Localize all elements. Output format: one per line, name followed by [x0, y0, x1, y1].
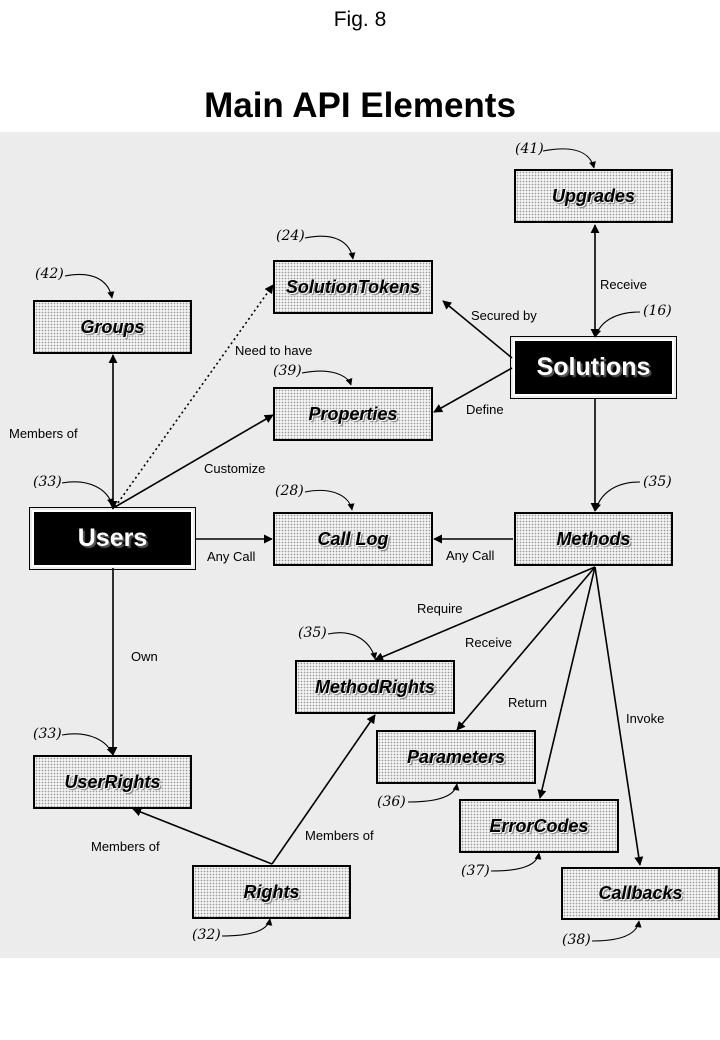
ref-callout-groups: [64, 273, 115, 299]
edge-label-any-call-methods: Any Call: [446, 548, 495, 563]
edge-receive-params: [456, 566, 596, 731]
users-node: Users: [29, 507, 196, 570]
edge-invoke: [594, 566, 644, 866]
ref-callout-upgrades: [542, 148, 596, 169]
user-rights-node: UserRights: [33, 755, 192, 809]
edge-rights-methodrights: [271, 714, 376, 865]
solutions-node: Solutions: [510, 336, 677, 399]
edge-label-any-call-users: Any Call: [207, 549, 256, 564]
groups-node: Groups: [33, 300, 192, 354]
edge-customize: [114, 414, 274, 508]
ref-callout-solutions: [594, 311, 641, 337]
edge-define: [433, 367, 513, 413]
solution-tokens-node: SolutionTokens: [273, 260, 433, 314]
edge-label-return: Return: [508, 695, 548, 710]
rights-node: Rights: [192, 865, 351, 919]
edge-label-invoke: Invoke: [626, 711, 665, 726]
edge-label-members-of-user-rights: Members of: [91, 839, 160, 854]
ref-callout-users: [61, 481, 114, 506]
edge-label-receive-params: Receive: [465, 635, 512, 650]
edge-rights-userrights: [132, 807, 273, 865]
ref-number-solutions: (16): [643, 303, 672, 319]
ref-number-solution-tokens: (24): [276, 228, 305, 244]
methods-node: Methods: [514, 512, 673, 566]
ref-callout-methods: [594, 481, 641, 511]
call-log-node: Call Log: [273, 512, 433, 566]
ref-number-rights: (32): [192, 927, 221, 943]
ref-number-users: (33): [33, 474, 62, 490]
ref-number-user-rights: (33): [33, 726, 62, 742]
figure-label: Fig. 8: [333, 8, 387, 31]
properties-node: Properties: [273, 387, 433, 441]
edge-label-require: Require: [417, 601, 463, 616]
method-rights-node: MethodRights: [295, 660, 455, 714]
edge-label-receive-upgrades: Receive: [600, 277, 647, 292]
edge-require: [374, 566, 596, 661]
ref-callout-method-rights: [327, 632, 378, 660]
edge-label-members-of-groups: Members of: [9, 426, 78, 441]
edge-label-customize: Customize: [204, 461, 266, 476]
ref-callout-rights: [221, 918, 273, 937]
ref-number-callbacks: (38): [562, 932, 591, 948]
ref-callout-call-log: [304, 490, 355, 511]
upgrades-node: Upgrades: [514, 169, 673, 223]
edge-label-members-of-method-rights: Members of: [305, 828, 374, 843]
ref-number-groups: (42): [35, 266, 64, 282]
ref-number-parameters: (36): [377, 794, 406, 810]
ref-number-error-codes: (37): [461, 863, 490, 879]
edge-label-define: Define: [466, 402, 504, 417]
edge-label-own: Own: [131, 649, 158, 664]
ref-callout-parameters: [407, 783, 460, 803]
ref-number-upgrades: (41): [515, 141, 544, 157]
edge-secured-by: [442, 300, 513, 359]
callbacks-node: Callbacks: [561, 867, 720, 920]
ref-callout-callbacks: [591, 920, 642, 942]
edge-need-to-have: [114, 284, 274, 508]
ref-number-methods: (35): [643, 474, 672, 490]
edge-return: [537, 566, 596, 799]
ref-number-method-rights: (35): [298, 625, 327, 641]
ref-number-call-log: (28): [275, 483, 304, 499]
edge-label-need-to-have: Need to have: [235, 343, 313, 358]
ref-number-properties: (39): [273, 363, 302, 379]
ref-callout-user-rights: [61, 733, 114, 755]
ref-callout-properties: [301, 370, 353, 386]
ref-callout-error-codes: [490, 852, 542, 872]
error-codes-node: ErrorCodes: [459, 799, 619, 853]
edge-label-secured-by: Secured by: [471, 308, 537, 323]
diagram-title: Main API Elements: [204, 86, 516, 125]
ref-callout-solution-tokens: [304, 235, 356, 260]
parameters-node: Parameters: [376, 730, 536, 784]
